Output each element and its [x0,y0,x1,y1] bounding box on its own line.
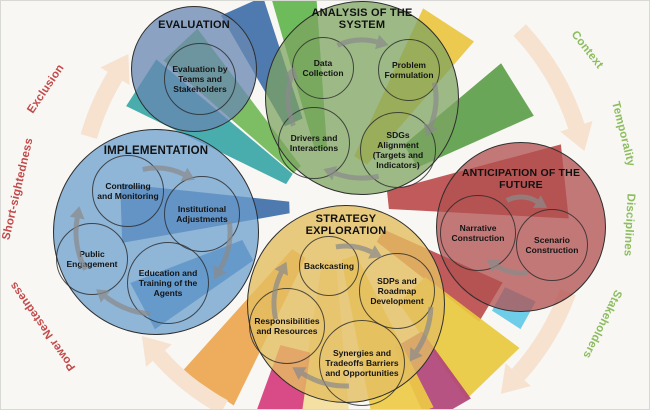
circle-anticipation-title: ANTICIPATION OF THE FUTURE [461,167,581,191]
subcircle-data-collection: Data Collection [292,37,354,99]
circle-evaluation: EVALUATION Evaluation by Teams and Stake… [131,6,257,132]
subcircle-label: Controlling and Monitoring [97,180,159,201]
enabler-label-context: Context [568,28,606,72]
subcircle-drivers-interactions: Drivers and Interactions [278,107,350,179]
circle-analysis: ANALYSIS OF THE SYSTEM Data Collection P… [265,1,459,195]
circle-evaluation-title: EVALUATION [158,19,230,31]
subcircle-label: Problem Formulation [384,59,434,80]
subcircle-education-training: Education and Training of the Agents [127,242,209,324]
circle-strategy: STRATEGY EXPLORATION Backcasting SDPs an… [247,205,445,406]
subcircle-label: SDPs and Roadmap Development [370,275,424,306]
enabler-label-stakeholders: Stakeholders [580,287,624,361]
subcircle-sdps-roadmap: SDPs and Roadmap Development [359,253,435,329]
subcircle-controlling-monitoring: Controlling and Monitoring [92,155,164,227]
subcircle-institutional-adjustments: Institutional Adjustments [164,176,240,252]
barrier-label-short-sightedness: Short-sightedness [0,136,36,242]
subcircle-label: Evaluation by Teams and Stakeholders [172,63,228,94]
subcircle-scenario-construction: Scenario Construction [516,209,588,281]
subcircle-backcasting: Backcasting [299,236,359,296]
circle-implementation-title: IMPLEMENTATION [103,145,209,157]
subcircle-label: Backcasting [303,260,355,271]
subcircle-label: Drivers and Interactions [289,132,339,153]
subcircle-label: Responsibilities and Resources [254,315,320,336]
barrier-label-power-nestedness: Power Nestedness [7,279,79,373]
circle-implementation: IMPLEMENTATION Controlling and Monitorin… [53,129,259,335]
enabler-label-disciplines: Disciplines [621,193,637,257]
subcircle-sdgs-alignment: SDGs Alignment (Targets and Indicators) [360,112,436,188]
circle-analysis-title: ANALYSIS OF THE SYSTEM [311,7,413,31]
circle-strategy-title: STRATEGY EXPLORATION [305,213,387,237]
subcircle-problem-formulation: Problem Formulation [378,39,440,101]
enabler-label-temporality: Temporality [609,100,637,168]
subcircle-label: Data Collection [302,57,344,78]
subcircle-narrative-construction: Narrative Construction [440,195,516,271]
subcircle-label: Institutional Adjustments [176,203,228,224]
subcircle-label: SDGs Alignment (Targets and Indicators) [372,129,424,171]
subcircle-label: Public Engagement [66,248,118,269]
circle-anticipation: ANTICIPATION OF THE FUTURE Narrative Con… [436,142,606,312]
subcircle-public-engagement: Public Engagement [56,223,128,295]
subcircle-responsibilities-resources: Responsibilities and Resources [249,288,325,364]
subcircle-label: Scenario Construction [525,234,579,255]
subcircle-label: Synergies and Tradeoffs Barriers and Opp… [325,347,399,378]
subcircle-label: Narrative Construction [451,222,505,243]
subcircle-synergies-tradeoffs: Synergies and Tradeoffs Barriers and Opp… [319,320,405,406]
barrier-label-exclusion: Exclusion [25,62,67,116]
subcircle-evaluation-teams: Evaluation by Teams and Stakeholders [164,43,236,115]
subcircle-label: Education and Training of the Agents [138,267,198,298]
